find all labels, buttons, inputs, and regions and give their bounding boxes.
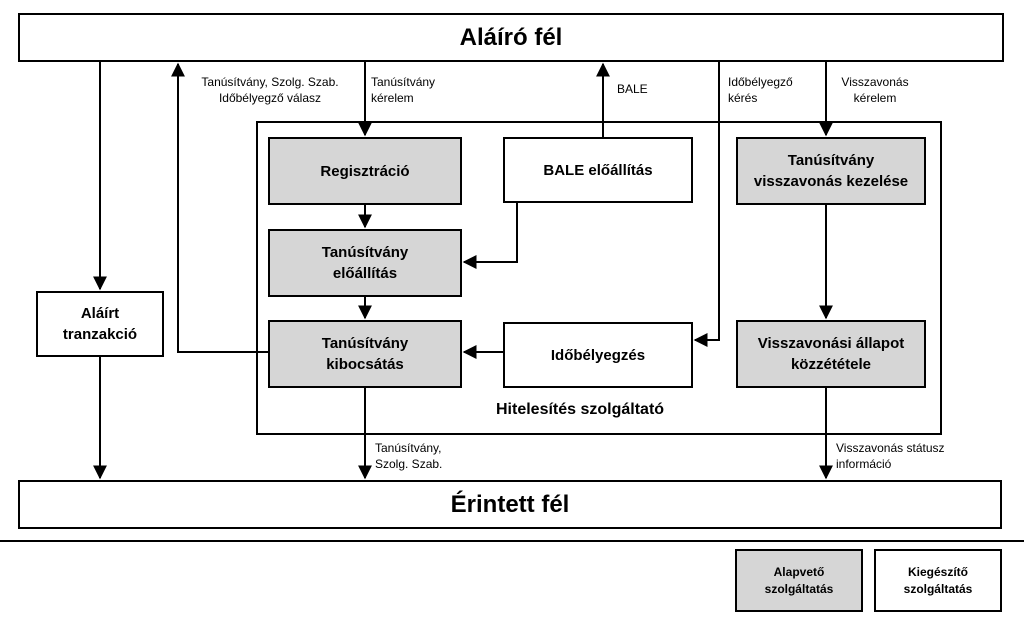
- revocation-info-flow-label: Visszavonás státusz információ: [836, 441, 945, 471]
- legend-supplementary-label: Kiegészítő szolgáltatás: [903, 565, 973, 596]
- registration-label: Regisztráció: [320, 162, 410, 180]
- timestamping-label: Időbélyegzés: [550, 346, 646, 364]
- bale-generation-label: BALE előállítás: [543, 161, 653, 179]
- revocation-request-flow-label: Visszavonás kérelem: [841, 75, 909, 105]
- signer-party-box: Aláíró fél: [18, 13, 1004, 62]
- cert-issuance-label: Tanúsítvány kibocsátás: [321, 335, 409, 373]
- response-flow-label: Tanúsítvány, Szolg. Szab. Időbélyegző vá…: [201, 75, 339, 105]
- cert-issuance-box: Tanúsítvány kibocsátás: [268, 320, 462, 388]
- revocation-status-box: Visszavonási állapot közzététele: [736, 320, 926, 388]
- signer-party-label: Aláíró fél: [459, 23, 563, 51]
- cert-policy-out-flow-label: Tanúsítvány, Szolg. Szab.: [375, 441, 443, 471]
- provider-container: [256, 121, 942, 435]
- revocation-mgmt-box: Tanúsítvány visszavonás kezelése: [736, 137, 926, 205]
- relying-party-label: Érintett fél: [450, 490, 570, 518]
- timestamp-request-connector: [693, 62, 720, 347]
- registration-box: Regisztráció: [268, 137, 462, 205]
- timestamping-box: Időbélyegzés: [503, 322, 693, 388]
- legend-core-label: Alapvető szolgáltatás: [764, 565, 834, 596]
- cert-request-flow-label: Tanúsítvány kérelem: [371, 75, 436, 105]
- cert-generation-box: Tanúsítvány előállítás: [268, 229, 462, 297]
- revocation-status-label: Visszavonási állapot közzététele: [757, 335, 905, 373]
- timestamp-request-flow-label: Időbélyegző kérés: [728, 75, 793, 105]
- signed-transaction-box: Aláírt tranzakció: [36, 291, 164, 357]
- relying-party-box: Érintett fél: [18, 480, 1002, 529]
- legend-supplementary-box: Kiegészítő szolgáltatás: [874, 549, 1002, 612]
- revocation-mgmt-label: Tanúsítvány visszavonás kezelése: [753, 152, 909, 190]
- provider-title: Hitelesítés szolgáltató: [496, 401, 665, 418]
- signed-transaction-label: Aláírt tranzakció: [62, 305, 138, 343]
- cert-generation-label: Tanúsítvány előállítás: [321, 244, 409, 282]
- legend-core-box: Alapvető szolgáltatás: [735, 549, 863, 612]
- bale-flow-label: BALE: [617, 82, 648, 96]
- issuance-response-connector: [171, 62, 268, 353]
- bale-generation-box: BALE előállítás: [503, 137, 693, 203]
- bale-to-generation-connector: [462, 203, 518, 269]
